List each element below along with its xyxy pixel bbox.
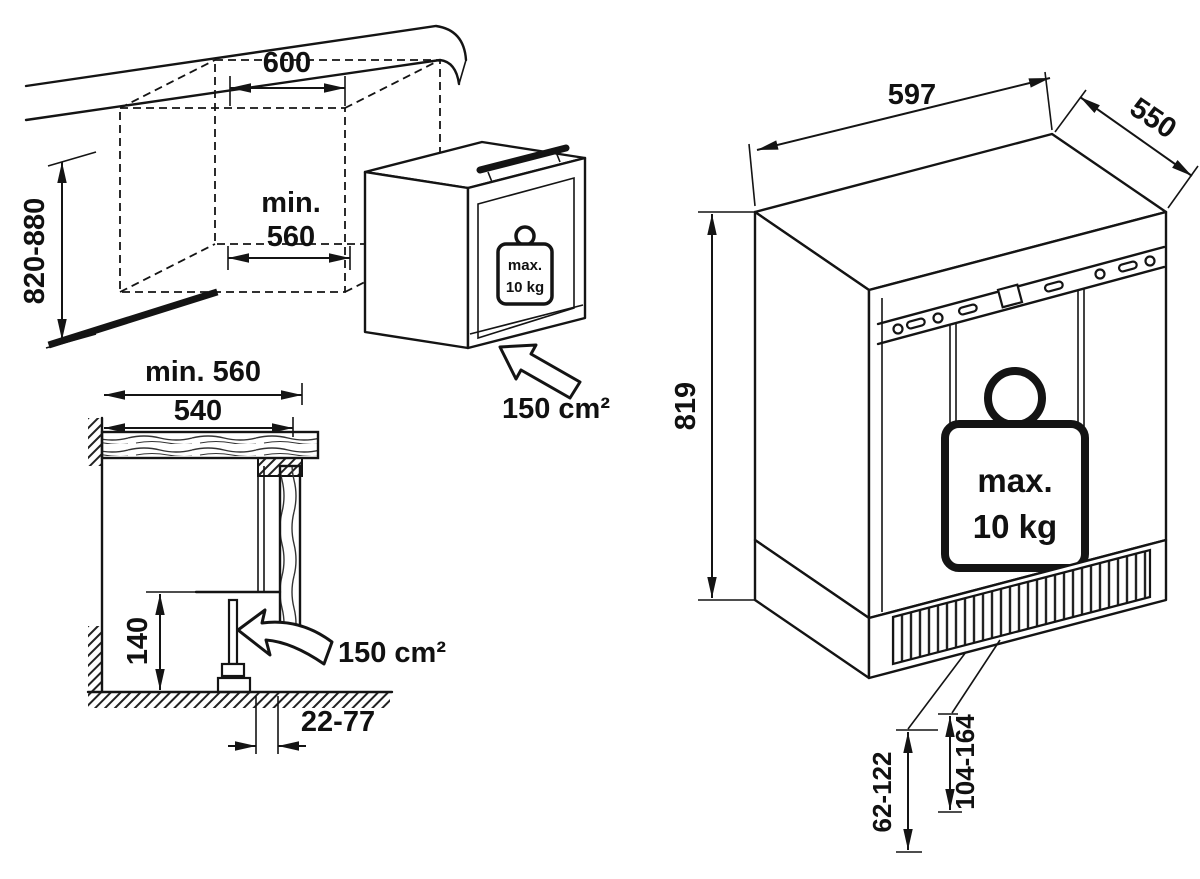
dim-niche-min-depth: min. 560 xyxy=(227,187,351,270)
floor xyxy=(86,690,394,708)
niche-edge xyxy=(119,59,216,109)
screw-icon xyxy=(892,323,904,335)
vent-grille xyxy=(891,548,1152,666)
dim-plinth-height: 140 xyxy=(122,591,200,690)
weight-icon: max. 10 kg xyxy=(941,367,1089,572)
weight-body xyxy=(941,420,1089,572)
rail-slot xyxy=(1043,280,1064,293)
dim-worktop-depth: 540 xyxy=(104,395,294,437)
appliance-section xyxy=(194,464,302,694)
section-vent-area-label: 150 cm² xyxy=(338,637,446,669)
worktop-top-line xyxy=(24,24,468,88)
adjustable-foot xyxy=(216,598,252,694)
mounting-rails xyxy=(876,245,1166,508)
furniture-door xyxy=(278,464,302,644)
dim-height: 819 xyxy=(670,211,754,601)
plinth xyxy=(753,538,1168,680)
rail-line xyxy=(876,265,1166,346)
niche-height-label: 820-880 xyxy=(19,198,51,304)
dim-width: 597 xyxy=(748,71,1053,207)
niche-min-label: min. xyxy=(261,187,321,219)
dim-plinth-ranges: 62-122 104-164 xyxy=(867,639,1001,853)
airflow-arrow-icon xyxy=(498,343,582,400)
plinth-recess-range-label: 62-122 xyxy=(867,752,897,833)
weight-max-label: max. xyxy=(977,462,1052,499)
weight-knob xyxy=(984,367,1046,429)
weight-max-label: max. xyxy=(508,257,542,274)
floor-hatch xyxy=(88,692,390,708)
dim-foot-adjust: 22-77 xyxy=(228,696,375,754)
worktop-bottom-line xyxy=(24,58,461,122)
niche-edge xyxy=(119,243,216,293)
niche-view: max. 10 kg 600 min. 560 820-880 150 cm² xyxy=(19,24,610,425)
rail-bracket xyxy=(996,283,1024,309)
section-view: min. 560 540 140 22-77 150 cm² xyxy=(86,356,446,754)
rail-slot xyxy=(957,303,978,316)
weight-max-value: 10 kg xyxy=(973,508,1057,545)
screw-icon xyxy=(932,312,944,324)
plinth-height-range-label: 104-164 xyxy=(950,714,980,810)
appliance-width-label: 597 xyxy=(888,79,936,111)
worktop-depth-label: 540 xyxy=(174,395,222,427)
dim-recess-min-width: min. 560 xyxy=(104,356,303,405)
worktop-edge xyxy=(24,24,468,122)
weight-body xyxy=(496,242,554,306)
rail-slot xyxy=(905,317,926,330)
appliance-side-face xyxy=(363,170,470,350)
worktop-nose-line xyxy=(458,59,467,85)
appliance-view: max. 10 kg 597 550 819 xyxy=(670,71,1199,853)
niche-top-width-label: 600 xyxy=(263,47,311,79)
screw-icon xyxy=(1094,268,1106,280)
wall xyxy=(88,416,104,694)
rail-line xyxy=(876,245,1166,326)
weight-max-value: 10 kg xyxy=(506,279,544,296)
worktop-section xyxy=(100,430,320,460)
appliance-depth-label: 550 xyxy=(1124,92,1182,146)
appliance-height-label: 819 xyxy=(670,382,702,430)
appliance-3d-small: max. 10 kg xyxy=(363,140,587,400)
floor-line xyxy=(47,288,219,349)
rail-slot xyxy=(1117,260,1138,273)
recess-min-width-label: min. 560 xyxy=(145,356,261,388)
airflow-arrow-icon xyxy=(236,608,334,666)
weight-icon: max. 10 kg xyxy=(496,225,554,306)
niche-vent-area-label: 150 cm² xyxy=(502,393,610,425)
plinth-height-label: 140 xyxy=(122,617,154,665)
dim-niche-height: 820-880 xyxy=(19,151,97,349)
wall-hatch xyxy=(88,626,102,692)
dim-niche-top-width: 600 xyxy=(229,47,346,106)
handle-icon xyxy=(476,144,570,183)
foot-adjust-label: 22-77 xyxy=(301,706,375,738)
niche-min-value: 560 xyxy=(267,221,315,253)
plinth-step-line xyxy=(469,304,584,335)
screw-icon xyxy=(1144,255,1156,267)
niche-edge xyxy=(344,59,441,109)
wall-hatch xyxy=(88,418,102,466)
